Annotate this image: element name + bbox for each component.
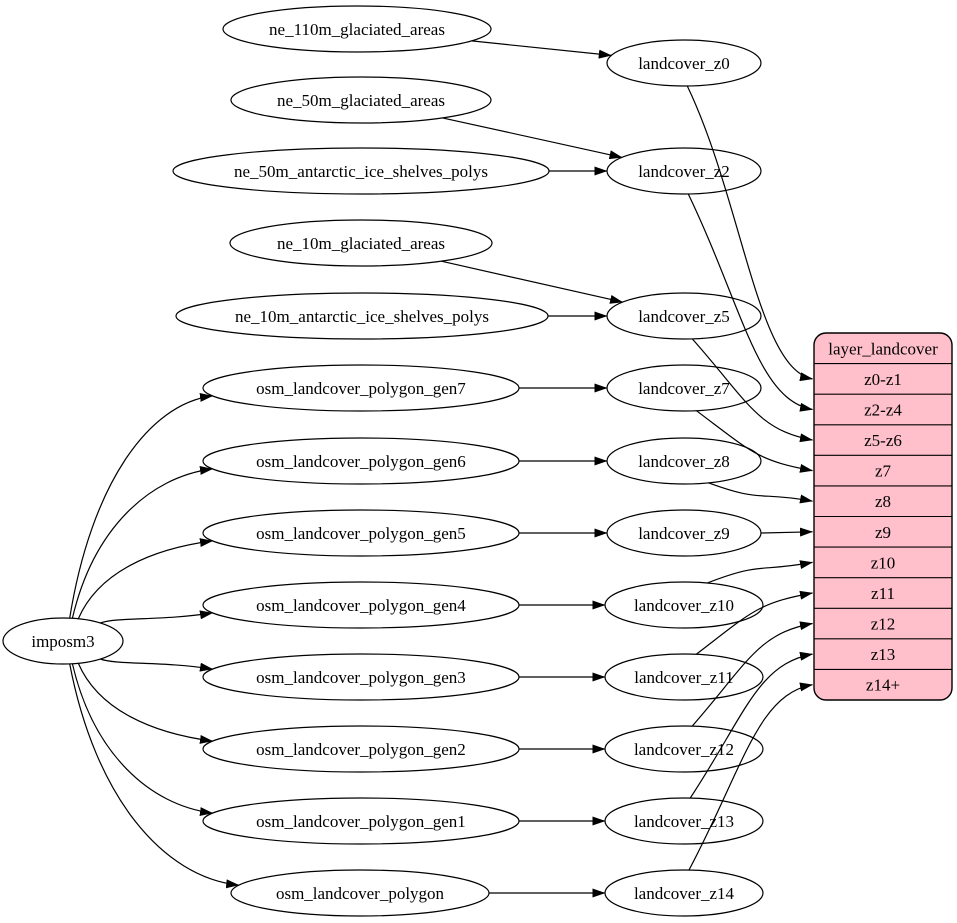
node-ne_50m_antarctic_ice_shelves_polys: ne_50m_antarctic_ice_shelves_polys [172, 147, 550, 195]
edge-ne_50m_glaciated_areas-to-landcover_z2 [442, 117, 623, 160]
node-ne_110m_glaciated_areas: ne_110m_glaciated_areas [222, 5, 492, 53]
node-label: ne_10m_antarctic_ice_shelves_polys [235, 307, 489, 326]
node-landcover_z5: landcover_z5 [606, 292, 762, 340]
node-landcover_z14: landcover_z14 [604, 869, 764, 917]
edge-landcover_z8-to-layer_landcover-z8 [708, 482, 813, 504]
node-landcover_z0: landcover_z0 [606, 39, 762, 87]
edge-imposm3-to-osm_landcover_polygon_gen4 [100, 610, 213, 624]
edge-landcover_z5-to-layer_landcover-z5-z6 [691, 338, 813, 443]
edge-imposm3-to-osm_landcover_polygon_gen3 [100, 658, 213, 672]
edge-imposm3-to-osm_landcover_polygon_gen5 [77, 538, 213, 620]
node-imposm3: imposm3 [2, 617, 124, 665]
table-row-label: z9 [875, 523, 891, 542]
node-label: osm_landcover_polygon_gen4 [256, 596, 466, 615]
node-osm_landcover_polygon_gen7: osm_landcover_polygon_gen7 [202, 364, 520, 412]
table-row-label: z11 [871, 584, 895, 603]
node-landcover_z8: landcover_z8 [606, 437, 762, 485]
node-label: landcover_z0 [638, 54, 730, 73]
node-landcover_z12: landcover_z12 [604, 725, 764, 773]
table-title: layer_landcover [828, 339, 938, 358]
node-landcover_z7: landcover_z7 [606, 364, 762, 412]
node-osm_landcover_polygon_gen1: osm_landcover_polygon_gen1 [202, 797, 520, 845]
node-osm_landcover_polygon: osm_landcover_polygon [230, 869, 490, 917]
node-label: landcover_z12 [634, 740, 734, 759]
edge-landcover_z10-to-layer_landcover-z10 [706, 560, 813, 584]
node-label: osm_landcover_polygon_gen3 [256, 668, 466, 687]
edge-landcover_z9-to-layer_landcover-z9 [760, 527, 813, 537]
edge-landcover_z0-to-layer_landcover-z0-z1 [686, 85, 813, 382]
node-label: ne_110m_glaciated_areas [269, 20, 445, 39]
node-landcover_z2: landcover_z2 [606, 147, 762, 195]
node-label: landcover_z13 [634, 812, 734, 831]
node-label: osm_landcover_polygon_gen5 [256, 524, 466, 543]
table-row-label: z13 [871, 645, 896, 664]
node-label: ne_50m_antarctic_ice_shelves_polys [234, 162, 488, 181]
edge-landcover_z2-to-layer_landcover-z2-z4 [687, 193, 813, 412]
table-row-label: z2-z4 [864, 401, 902, 420]
node-label: osm_landcover_polygon_gen6 [256, 452, 466, 471]
node-osm_landcover_polygon_gen6: osm_landcover_polygon_gen6 [202, 437, 520, 485]
node-ne_10m_antarctic_ice_shelves_polys: ne_10m_antarctic_ice_shelves_polys [175, 292, 549, 340]
node-label: landcover_z7 [638, 379, 730, 398]
node-label: landcover_z11 [634, 668, 733, 687]
node-label: ne_50m_glaciated_areas [277, 91, 445, 110]
node-osm_landcover_polygon_gen2: osm_landcover_polygon_gen2 [202, 725, 520, 773]
edge-landcover_z13-to-layer_landcover-z13 [689, 651, 813, 799]
node-landcover_z11: landcover_z11 [604, 653, 764, 701]
node-ne_50m_glaciated_areas: ne_50m_glaciated_areas [230, 76, 492, 124]
node-label: landcover_z2 [638, 162, 730, 181]
node-ellipse [229, 219, 493, 267]
node-ellipse [222, 5, 492, 53]
node-label: osm_landcover_polygon_gen2 [256, 740, 466, 759]
table-row-label: z7 [875, 462, 892, 481]
table-row-label: z10 [871, 553, 896, 572]
node-ellipse [230, 76, 492, 124]
node-osm_landcover_polygon_gen3: osm_landcover_polygon_gen3 [202, 653, 520, 701]
table-layer_landcover: layer_landcover z0-z1 z2-z4 z5-z6 z7 z8 z9 z10 z… [813, 332, 953, 701]
node-label: osm_landcover_polygon_gen1 [256, 812, 466, 831]
edge-landcover_z11-to-layer_landcover-z11 [695, 590, 813, 655]
node-label: ne_10m_glaciated_areas [277, 234, 445, 253]
node-label: landcover_z9 [638, 524, 730, 543]
node-label: osm_landcover_polygon [276, 884, 445, 903]
edge-landcover_z12-to-layer_landcover-z12 [691, 621, 813, 727]
edge-imposm3-to-osm_landcover_polygon_gen2 [77, 662, 213, 744]
node-label: landcover_z8 [638, 452, 730, 471]
node-landcover_z9: landcover_z9 [606, 509, 762, 557]
node-osm_landcover_polygon_gen5: osm_landcover_polygon_gen5 [202, 509, 520, 557]
node-label: imposm3 [31, 632, 94, 651]
edge-ne_10m_glaciated_areas-to-landcover_z5 [441, 260, 624, 304]
node-landcover_z13: landcover_z13 [604, 797, 764, 845]
edge-landcover_z7-to-layer_landcover-z7 [696, 410, 813, 473]
node-landcover_z10: landcover_z10 [604, 581, 764, 629]
node-ellipse [2, 617, 124, 665]
node-osm_landcover_polygon_gen4: osm_landcover_polygon_gen4 [202, 581, 520, 629]
node-label: landcover_z14 [634, 884, 735, 903]
table-row-label: z14+ [866, 676, 900, 695]
edge-imposm3-to-osm_landcover_polygon_gen7 [69, 392, 213, 619]
node-ellipse [606, 39, 762, 87]
node-label: landcover_z10 [634, 596, 734, 615]
edge-imposm3-to-osm_landcover_polygon [69, 663, 240, 889]
edge-landcover_z14-to-layer_landcover-z14+ [688, 682, 813, 871]
node-label: osm_landcover_polygon_gen7 [256, 379, 466, 398]
node-label: landcover_z5 [638, 307, 730, 326]
table-row-label: z0-z1 [864, 370, 902, 389]
edge-ne_110m_glaciated_areas-to-landcover_z0 [471, 40, 612, 59]
table-row-label: z12 [871, 615, 896, 634]
table-row-label: z8 [875, 492, 891, 511]
table-row-label: z5-z6 [864, 431, 902, 450]
edge-imposm3-to-osm_landcover_polygon_gen1 [71, 663, 213, 816]
edge-imposm3-to-osm_landcover_polygon_gen6 [71, 466, 213, 619]
node-ne_10m_glaciated_areas: ne_10m_glaciated_areas [229, 219, 493, 267]
